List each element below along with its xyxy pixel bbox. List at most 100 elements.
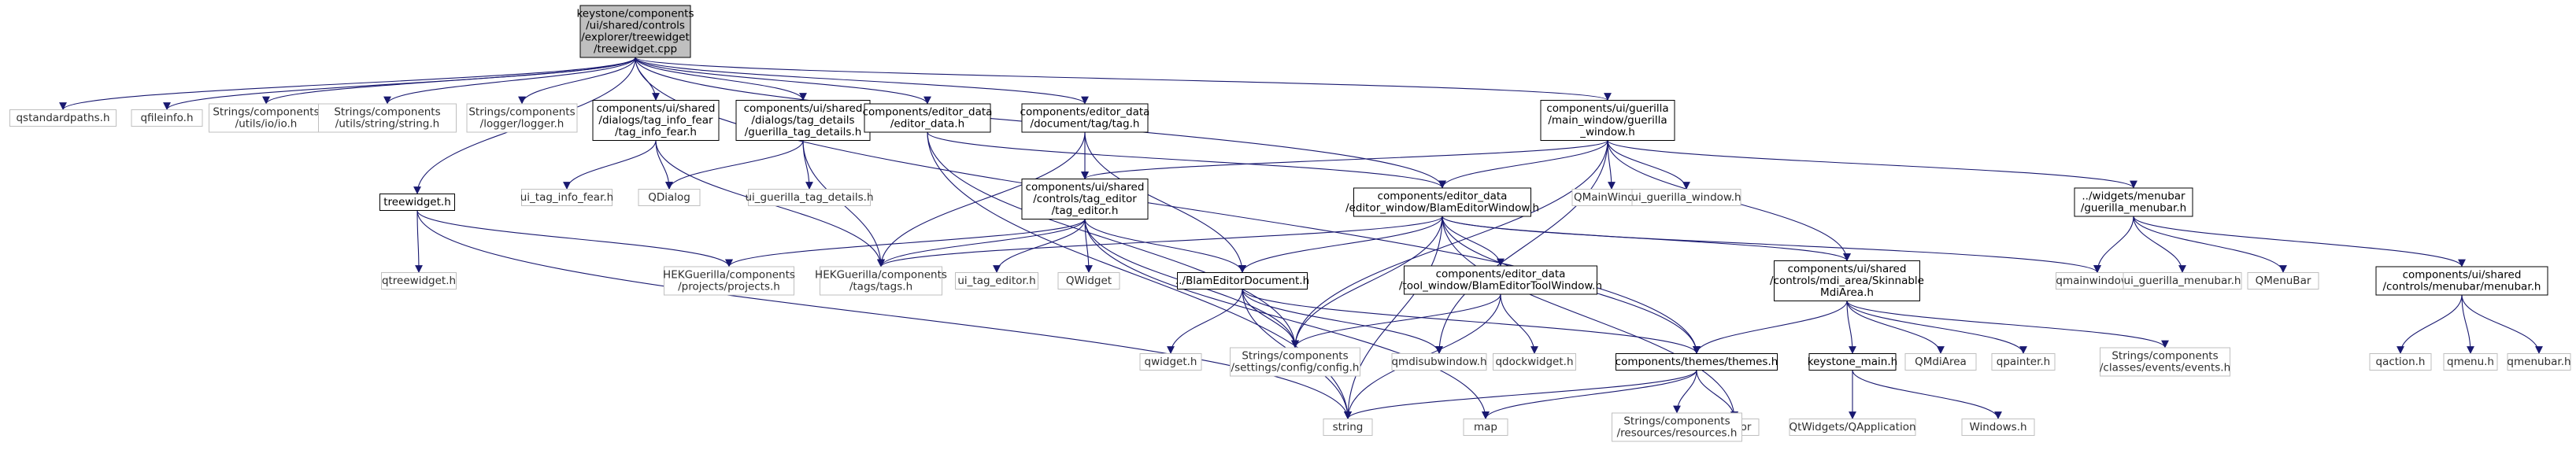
node-io: Strings/components/utils/io/io.h bbox=[209, 103, 324, 133]
node-box bbox=[1463, 419, 1508, 436]
node-qpainter: qpainter.h bbox=[1991, 353, 2056, 371]
node-controlsmenubar[interactable]: components/ui/shared/controls/menubar/me… bbox=[2375, 266, 2548, 296]
node-qmenu: qmenu.h bbox=[2443, 353, 2498, 371]
edge-menubar-to-qmainwindow bbox=[2093, 216, 2134, 273]
node-box bbox=[592, 100, 720, 141]
node-box bbox=[1808, 353, 1897, 371]
node-label: QMainWindow bbox=[1574, 191, 1649, 204]
node-tags: HEKGuerilla/components/tags/tags.h bbox=[815, 266, 947, 296]
node-tageditor[interactable]: components/ui/shared/controls/tag_editor… bbox=[1021, 179, 1149, 219]
node-label: QMdiArea bbox=[1915, 356, 1967, 368]
node-box bbox=[1177, 272, 1308, 290]
node-qmdiarea: QMdiArea bbox=[1904, 353, 1977, 371]
node-blameditordocument[interactable]: ../BlamEditorDocument.h bbox=[1175, 272, 1309, 290]
node-tagh[interactable]: components/editor_data/document/tag/tag.… bbox=[1020, 103, 1150, 133]
node-qstandardpaths: qstandardpaths.h bbox=[9, 109, 117, 127]
node-uiguerillawindow: ui_guerilla_window.h bbox=[1631, 189, 1741, 206]
node-qmainwindowcap: QMainWindow bbox=[1571, 189, 1652, 206]
node-guerillamain[interactable]: components/ui/guerilla/main_window/gueri… bbox=[1540, 100, 1675, 141]
node-label: /dialogs/tag_details bbox=[751, 114, 854, 127]
edge-controlsmenubar-to-qmenubar bbox=[2461, 294, 2543, 354]
node-label: /dialogs/tag_info_fear bbox=[598, 114, 713, 127]
node-skinnable[interactable]: components/ui/shared/controls/mdi_area/S… bbox=[1770, 260, 1924, 301]
node-label: /utils/string/string.h bbox=[335, 118, 439, 131]
node-label: ui_tag_info_fear.h bbox=[520, 191, 614, 204]
edge-controlsmenubar-to-qaction bbox=[2396, 294, 2463, 354]
node-label: /settings/config/config.h bbox=[1231, 362, 1360, 374]
edge-tageditor-to-qwidgetcap bbox=[1084, 219, 1093, 273]
edge-treewidgeth-to-string bbox=[416, 210, 1352, 419]
node-label: /classes/events/events.h bbox=[2100, 362, 2230, 374]
edge-themes-to-vector bbox=[1696, 370, 1738, 419]
node-box bbox=[579, 5, 691, 58]
edge-skinnable-to-events bbox=[1846, 301, 2169, 349]
node-events: Strings/components/classes/events/events… bbox=[2100, 347, 2230, 377]
node-label: MdiArea.h bbox=[1820, 286, 1874, 299]
node-label: qpainter.h bbox=[1997, 356, 2050, 368]
node-themes[interactable]: components/themes/themes.h bbox=[1616, 353, 1778, 371]
edge-guerillamain-to-tageditor bbox=[1081, 140, 1608, 179]
node-config: Strings/components/settings/config/confi… bbox=[1230, 347, 1360, 377]
edge-skinnable-to-keystonemain bbox=[1846, 301, 1856, 354]
node-box bbox=[2247, 272, 2319, 290]
node-label: Strings/components bbox=[2112, 350, 2218, 363]
node-label: HEKGuerilla/components bbox=[663, 269, 795, 282]
edge-editordata-to-blameditorwindow bbox=[927, 131, 1446, 189]
node-keystonemain[interactable]: keystone_main.h bbox=[1808, 353, 1897, 371]
node-qfileinfo: qfileinfo.h bbox=[131, 109, 203, 127]
edge-blameditorwindow-to-tags bbox=[877, 216, 1443, 267]
edge-toolwindow-to-qdockwidget bbox=[1500, 293, 1538, 354]
edge-blameditorwindow-to-config bbox=[1291, 216, 1443, 349]
node-string: string bbox=[1323, 419, 1373, 436]
edge-guerillamain-to-blameditorwindow bbox=[1438, 140, 1608, 189]
node-label: qdockwidget.h bbox=[1495, 356, 1573, 368]
node-blameditorwindow[interactable]: components/editor_data/editor_window/Bla… bbox=[1345, 187, 1539, 217]
node-box bbox=[379, 194, 455, 211]
node-treewidgeth[interactable]: treewidget.h bbox=[379, 194, 455, 211]
node-tagdetails[interactable]: components/ui/shared/dialogs/tag_details… bbox=[735, 100, 871, 141]
node-box bbox=[1391, 353, 1487, 371]
node-label: qmenubar.h bbox=[2507, 356, 2570, 368]
node-box bbox=[1961, 419, 2035, 436]
edge-menubar-to-controlsmenubar bbox=[2133, 216, 2466, 267]
node-label: qmenu.h bbox=[2447, 356, 2494, 368]
node-uiguerillamenubar: ui_guerilla_menubar.h bbox=[2123, 272, 2242, 290]
node-editordata[interactable]: components/editor_data/editor_data.h bbox=[863, 103, 993, 133]
node-box bbox=[1904, 353, 1977, 371]
edge-blameditordocument-to-qwidget bbox=[1167, 289, 1243, 354]
node-box bbox=[2074, 187, 2193, 217]
node-box bbox=[1612, 412, 1742, 442]
node-root[interactable]: keystone/components/ui/shared/controls/e… bbox=[576, 5, 694, 58]
node-label: /explorer/treewidget bbox=[581, 31, 690, 44]
node-label: map bbox=[1474, 421, 1497, 433]
node-menubar[interactable]: ../widgets/menubar/guerilla_menubar.h bbox=[2074, 187, 2193, 217]
edge-root-to-stringh bbox=[383, 57, 636, 105]
node-label: Windows.h bbox=[1969, 421, 2026, 433]
node-box bbox=[1789, 419, 1916, 436]
node-box bbox=[9, 109, 117, 127]
edge-blameditorwindow-to-string bbox=[1344, 216, 1443, 419]
node-label: string bbox=[1333, 421, 1364, 433]
node-box bbox=[1323, 419, 1373, 436]
node-qaction: qaction.h bbox=[2369, 353, 2432, 371]
node-box bbox=[1631, 189, 1741, 206]
edge-tagh-to-tags bbox=[877, 131, 1086, 267]
node-box bbox=[2123, 272, 2242, 290]
edge-menubar-to-uiguerillamenubar bbox=[2133, 216, 2186, 273]
node-box bbox=[864, 103, 991, 133]
node-taginfofear[interactable]: components/ui/shared/dialogs/tag_info_fe… bbox=[592, 100, 720, 141]
node-uitaginfofear: ui_tag_info_fear.h bbox=[520, 189, 614, 206]
node-label: components/editor_data bbox=[1436, 268, 1566, 281]
node-qdialog: QDialog bbox=[638, 189, 701, 206]
node-toolwindow[interactable]: components/editor_data/tool_window/BlamE… bbox=[1399, 265, 1602, 295]
node-label: Strings/components bbox=[334, 106, 440, 119]
node-qtreewidget: qtreewidget.h bbox=[381, 272, 457, 290]
edge-skinnable-to-themes bbox=[1693, 301, 1848, 354]
node-label: ui_guerilla_menubar.h bbox=[2124, 275, 2241, 287]
node-box bbox=[748, 189, 871, 206]
node-map: map bbox=[1463, 419, 1508, 436]
edge-treewidgeth-to-projects bbox=[416, 210, 733, 267]
node-windows: Windows.h bbox=[1961, 419, 2035, 436]
node-label: Strings/components bbox=[1623, 415, 1730, 428]
node-label: /controls/menubar/menubar.h bbox=[2382, 281, 2541, 293]
